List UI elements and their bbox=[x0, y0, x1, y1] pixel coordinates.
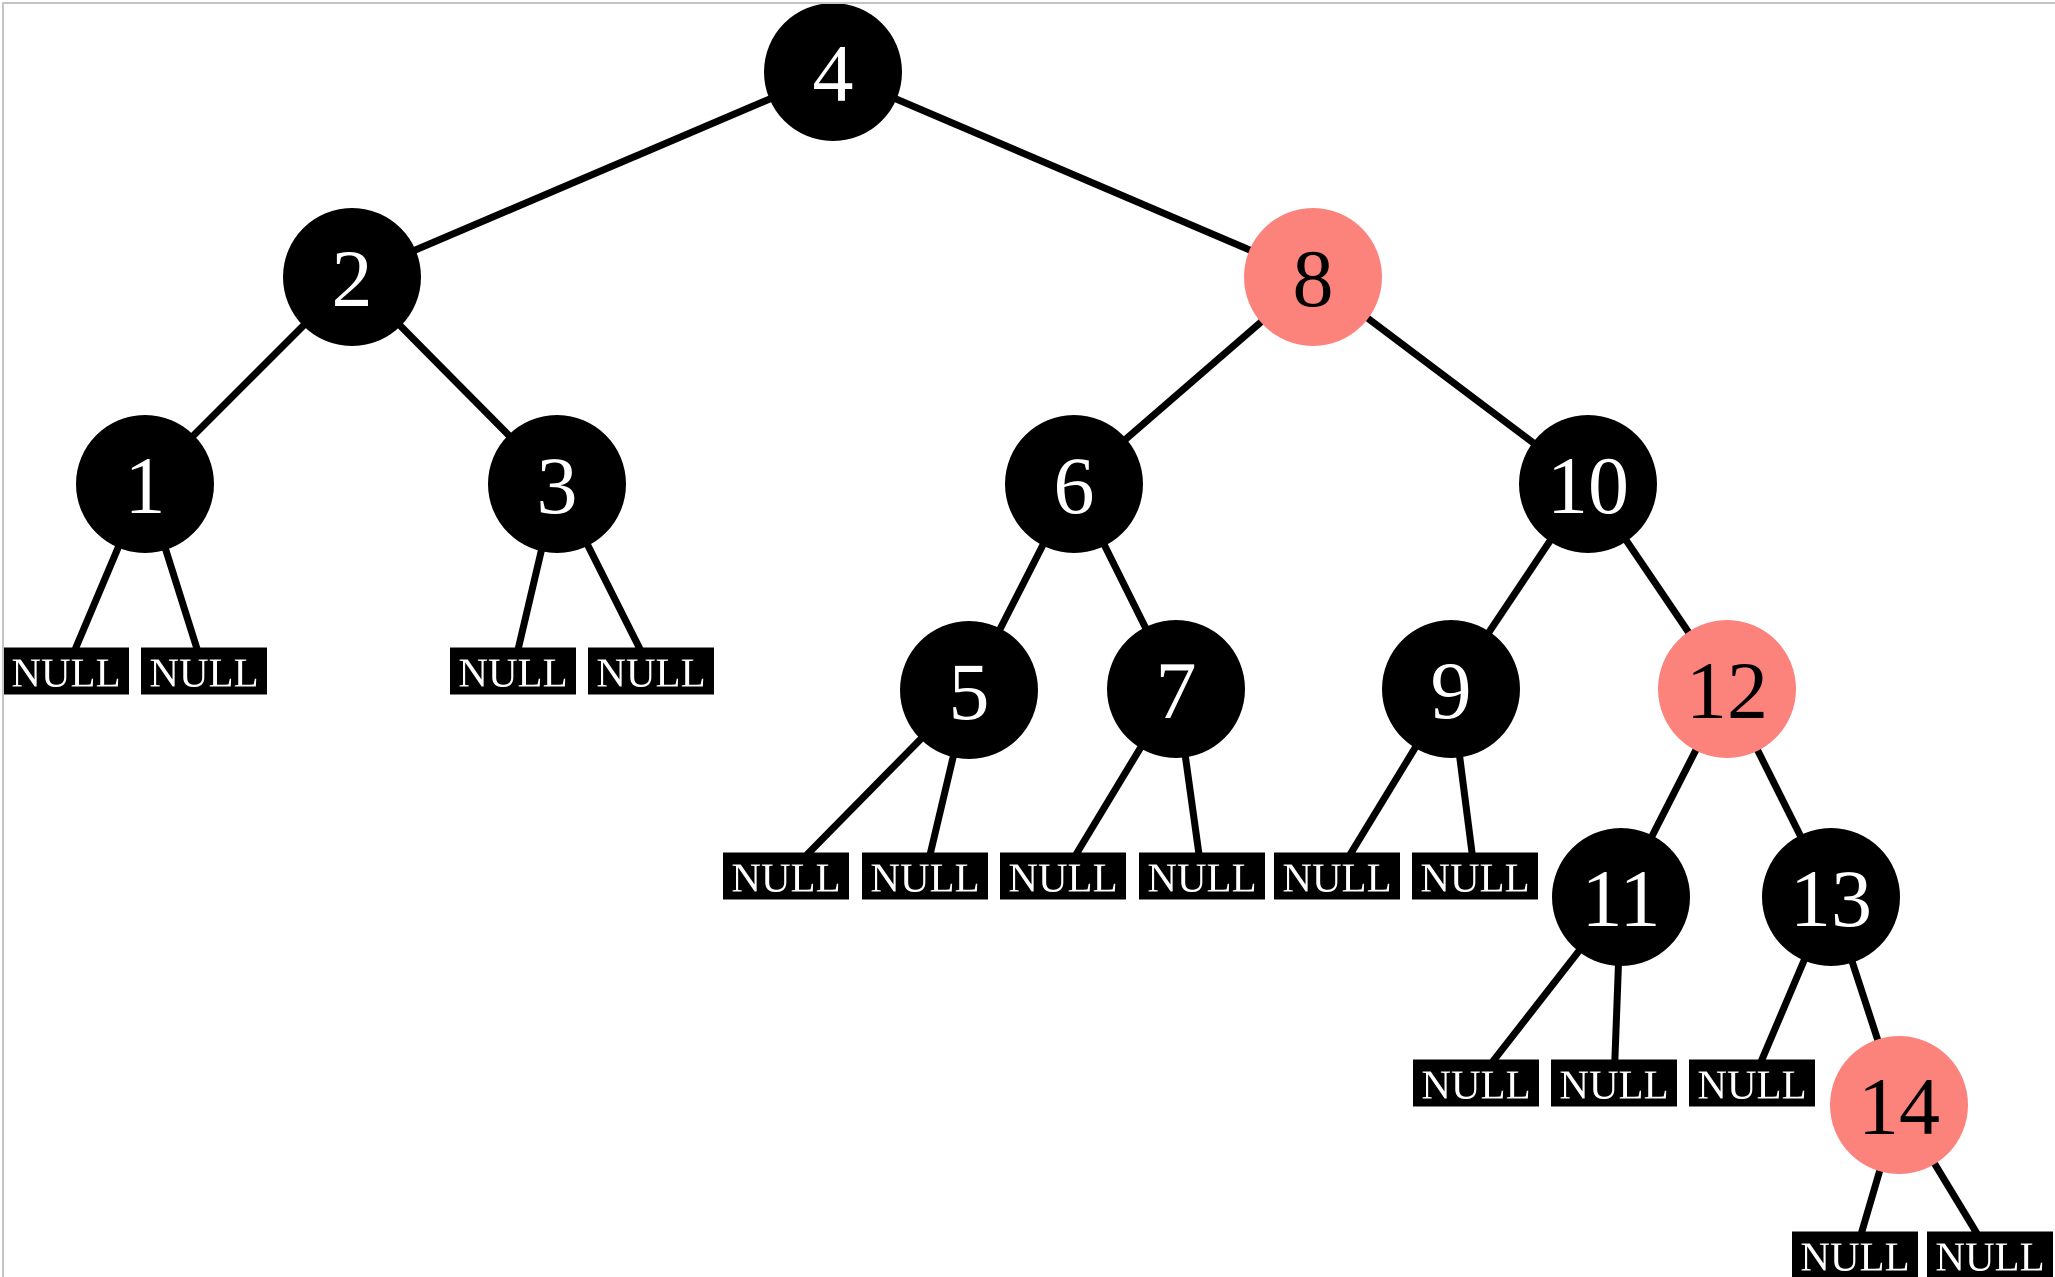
null-leaf-11L: NULL bbox=[1413, 1059, 1539, 1107]
tree-node-3: 3 bbox=[488, 415, 626, 553]
null-leaf-7R: NULL bbox=[1139, 852, 1265, 900]
null-leaf-5R: NULL bbox=[862, 852, 988, 900]
tree-node-1: 1 bbox=[76, 415, 214, 553]
null-leaf-14R: NULL bbox=[1927, 1231, 2053, 1277]
null-leaf-5L: NULL bbox=[723, 852, 849, 900]
tree-node-6: 6 bbox=[1005, 415, 1143, 553]
null-leaf-1R: NULL bbox=[141, 647, 267, 695]
null-leaf-14L: NULL bbox=[1792, 1231, 1918, 1277]
tree-edge-4-2 bbox=[350, 68, 835, 281]
null-leaf-3R: NULL bbox=[588, 647, 714, 695]
tree-node-13: 13 bbox=[1762, 828, 1900, 966]
tree-node-5: 5 bbox=[900, 621, 1038, 759]
tree-node-12: 12 bbox=[1658, 620, 1796, 758]
tree-node-11: 11 bbox=[1552, 828, 1690, 966]
null-leaf-3L: NULL bbox=[450, 647, 576, 695]
tree-node-14: 14 bbox=[1830, 1036, 1968, 1174]
tree-node-2: 2 bbox=[283, 208, 421, 346]
tree-node-9: 9 bbox=[1382, 620, 1520, 758]
tree-node-4: 4 bbox=[764, 3, 902, 141]
null-leaf-9L: NULL bbox=[1274, 852, 1400, 900]
null-leaf-7L: NULL bbox=[1000, 852, 1126, 900]
null-leaf-9R: NULL bbox=[1412, 852, 1538, 900]
tree-node-7: 7 bbox=[1107, 620, 1245, 758]
null-leaf-13L: NULL bbox=[1689, 1059, 1815, 1107]
null-leaf-1L: NULL bbox=[3, 647, 129, 695]
tree-edge-4-8 bbox=[831, 68, 1315, 281]
null-leaf-11R: NULL bbox=[1551, 1059, 1677, 1107]
tree-node-10: 10 bbox=[1519, 415, 1657, 553]
tree-node-8: 8 bbox=[1244, 208, 1382, 346]
